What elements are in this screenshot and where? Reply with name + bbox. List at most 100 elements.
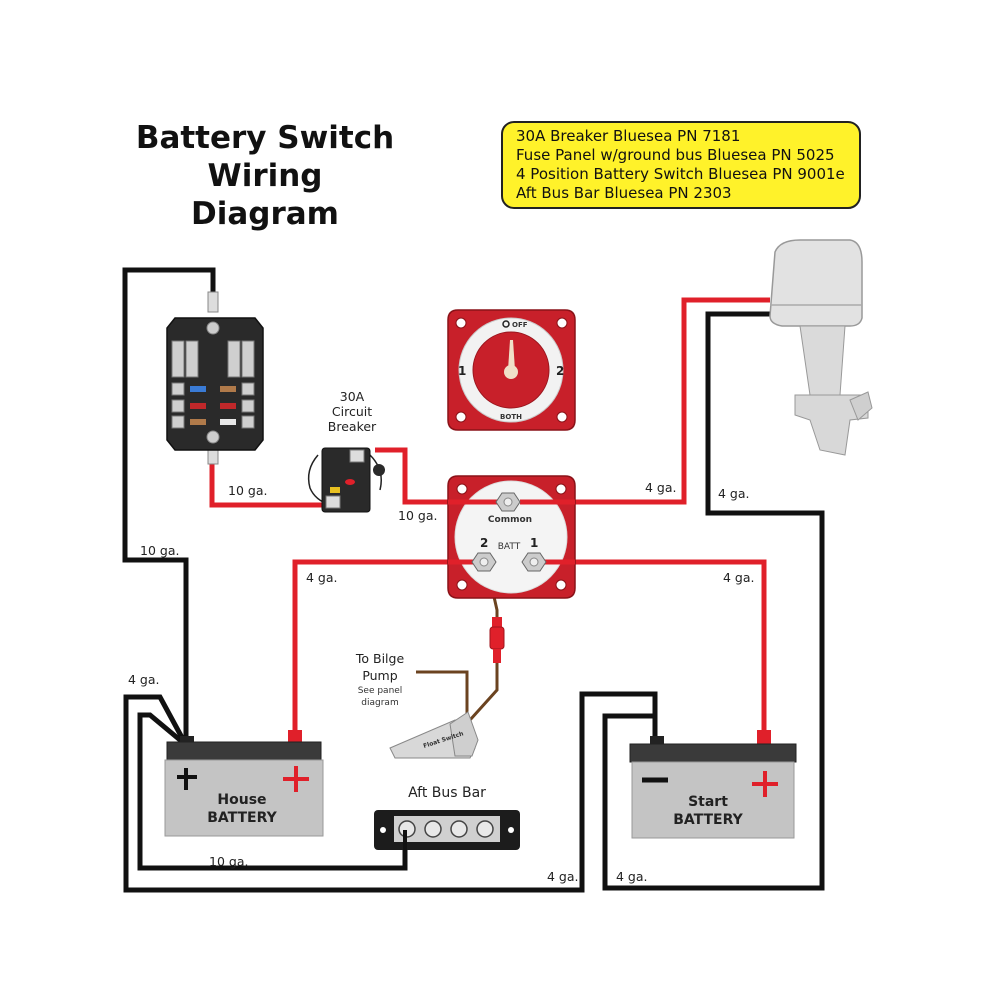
common-terminal-nut	[503, 497, 513, 507]
battery-selector-switch[interactable]: OFF 1 2 BOTH	[447, 309, 576, 431]
breaker-cap	[373, 464, 385, 476]
bilge-pump-note: To Bilge Pump See panel diagram	[355, 651, 405, 708]
engine-ground-wire	[602, 311, 825, 891]
parts-list-box: 30A Breaker Bluesea PN 7181 Fuse Panel w…	[501, 121, 861, 209]
bus-bar-stud[interactable]	[450, 820, 468, 838]
batt-label: BATT	[498, 542, 521, 552]
house-negative-symbol	[177, 768, 197, 790]
inline-fuse-body	[489, 626, 505, 650]
gauge-fuse-ground: 10 ga.	[140, 543, 179, 558]
bus-bar-stud[interactable]	[424, 820, 442, 838]
outboard-engine	[769, 239, 873, 456]
switch-mount-hole	[556, 317, 568, 329]
gauge-batt1-to-start: 4 ga.	[723, 570, 755, 585]
common-label: Common	[488, 515, 532, 525]
gauge-batt2-to-house: 4 ga.	[306, 570, 338, 585]
bilge-pump-wire	[416, 670, 469, 717]
breaker-reset-button[interactable]	[345, 479, 355, 485]
gauge-start-neg-loop: 4 ga.	[616, 869, 648, 884]
batt2-to-house-wire	[292, 559, 484, 740]
fuse-panel[interactable]	[166, 291, 264, 465]
parts-list-background	[501, 121, 861, 209]
engine-propeller	[849, 391, 873, 421]
bus-bar-label: Aft Bus Bar	[408, 785, 486, 801]
start-pos-post	[757, 730, 771, 746]
aft-bus-bar: Aft Bus Bar	[374, 785, 520, 868]
start-battery-lid	[629, 743, 797, 763]
batt1-to-start-wire	[534, 559, 767, 740]
switch-rear-mount-hole	[555, 483, 567, 495]
house-battery-label-2: BATTERY	[207, 810, 277, 826]
parts-list-item: Fuse Panel w/ground bus Bluesea PN 5025	[516, 146, 835, 164]
gauge-breaker-to-common: 10 ga.	[398, 508, 437, 523]
switch-mount-hole	[556, 411, 568, 423]
parts-list-item: 30A Breaker Bluesea PN 7181	[516, 127, 740, 145]
house-battery-label-1: House	[217, 792, 266, 808]
switch-pointer	[508, 340, 515, 370]
inline-fuse-cap	[492, 617, 502, 627]
breaker-label-line-2: Circuit	[332, 404, 372, 419]
float-switch: Float Switch	[389, 711, 479, 759]
bilge-note-line-2: diagram	[361, 698, 398, 708]
house-positive-symbol	[283, 766, 309, 792]
start-battery-label-1: Start	[688, 794, 728, 810]
switch-mount-hole	[455, 317, 467, 329]
start-battery-label-2: BATTERY	[673, 812, 743, 828]
batt-2-terminal-nut	[479, 557, 489, 567]
switch-rear-mount-hole	[456, 483, 468, 495]
house-battery: House BATTERY	[164, 730, 324, 837]
switch-mount-hole	[455, 411, 467, 423]
bilge-label-line-1: To Bilge	[355, 651, 405, 666]
house-to-start-negative-wire	[123, 691, 658, 893]
breaker-trip-lever	[330, 487, 340, 493]
float-switch-hinge	[449, 711, 479, 757]
breaker-terminal-top	[349, 449, 365, 463]
gauge-common-to-engine: 4 ga.	[645, 480, 677, 495]
engine-midsection	[799, 325, 846, 396]
fuse-panel-terminals	[171, 340, 255, 429]
bus-bar-stud[interactable]	[476, 820, 494, 838]
fuse-panel-stud-bottom	[206, 430, 220, 444]
switch-rear-mount-hole	[555, 579, 567, 591]
bus-bar-mount-hole	[508, 827, 514, 833]
fuse-panel-fuses	[190, 386, 236, 425]
batt-1-terminal-nut	[529, 557, 539, 567]
inline-fuse-tail	[493, 649, 501, 663]
gauge-fuse-to-breaker: 10 ga.	[228, 483, 267, 498]
parts-list-item: Aft Bus Bar Bluesea PN 2303	[516, 184, 732, 202]
title-line-3: Diagram	[191, 196, 339, 232]
switch-pos-2-label: 2	[556, 364, 564, 378]
breaker-label-line-3: Breaker	[328, 419, 377, 434]
switch-both-label: BOTH	[500, 413, 522, 421]
circuit-breaker[interactable]: 30A Circuit Breaker	[307, 389, 385, 513]
gauge-house-neg-loop: 4 ga.	[547, 869, 579, 884]
switch-pos-1-label: 1	[458, 364, 466, 378]
house-battery-lid	[166, 741, 322, 761]
diagram-title: Battery Switch Wiring Diagram	[136, 120, 394, 232]
fuse-panel-top-lug	[207, 291, 219, 313]
switch-knob-center	[504, 365, 518, 379]
common-to-engine-wire	[520, 297, 770, 505]
bilge-note-line-1: See panel	[358, 686, 403, 696]
off-icon	[502, 320, 510, 328]
wire-gauge-labels: 10 ga. 10 ga. 10 ga. 4 ga. 4 ga. 4 ga. 4…	[128, 480, 755, 884]
breaker-terminal-bottom	[325, 495, 341, 509]
fuse-to-breaker-wire	[209, 458, 330, 508]
parts-list-item: 4 Position Battery Switch Bluesea PN 900…	[516, 165, 845, 183]
gauge-engine-ground: 4 ga.	[718, 486, 750, 501]
gauge-house-to-busbar: 10 ga.	[209, 854, 248, 869]
engine-cowling	[769, 239, 863, 327]
breaker-label-line-1: 30A	[340, 389, 365, 404]
title-line-2: Wiring	[208, 158, 323, 194]
gauge-house-neg: 4 ga.	[128, 672, 160, 687]
bilge-label-line-2: Pump	[362, 668, 397, 683]
batt-1-label: 1	[530, 536, 538, 550]
batt-2-label: 2	[480, 536, 488, 550]
start-battery: Start BATTERY	[629, 730, 797, 839]
switch-off-label: OFF	[512, 321, 528, 329]
switch-rear-mount-hole	[456, 579, 468, 591]
start-positive-symbol	[752, 771, 778, 797]
fuse-panel-stud-top	[206, 321, 220, 335]
bus-bar-mount-hole	[380, 827, 386, 833]
